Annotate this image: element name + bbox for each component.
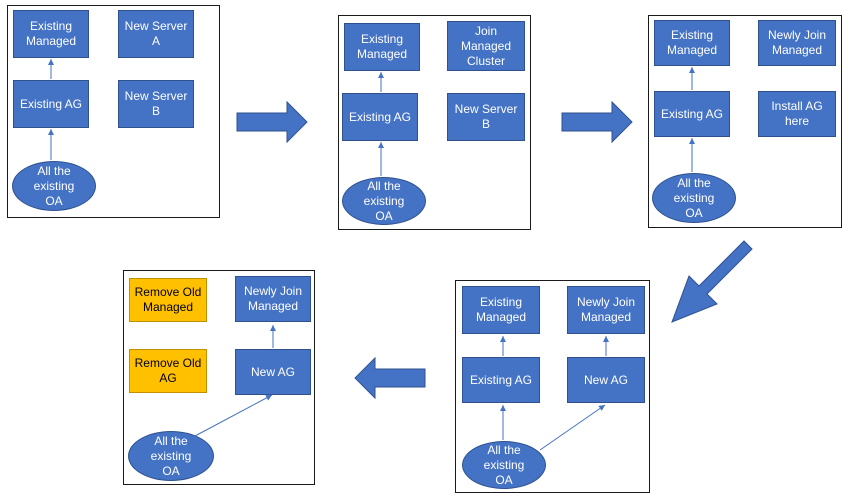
new-server-a-box: New Server A	[118, 10, 194, 58]
existing-oa-oval: All the existing OA	[652, 173, 736, 223]
new-ag-box: New AG	[567, 357, 645, 403]
install-ag-here-box: Install AG here	[758, 91, 836, 137]
step-arrow-3-to-4	[671, 240, 753, 323]
existing-oa-oval: All the existing OA	[128, 431, 214, 481]
step-arrow-4-to-5	[354, 356, 426, 400]
existing-oa-oval: All the existing OA	[12, 161, 96, 211]
remove-old-ag-box: Remove Old AG	[129, 349, 207, 393]
step-arrow-2-to-3	[561, 100, 633, 144]
step-arrow-1-to-2	[236, 100, 308, 144]
existing-ag-box: Existing AG	[13, 80, 89, 128]
existing-managed-box: Existing Managed	[13, 10, 89, 58]
existing-managed-box: Existing Managed	[344, 23, 420, 71]
newly-join-managed-box: Newly Join Managed	[235, 276, 311, 322]
existing-managed-box: Existing Managed	[654, 20, 730, 66]
step-1-panel: Existing Managed New Server A Existing A…	[7, 5, 220, 218]
step-4-panel: Existing Managed Newly Join Managed Exis…	[455, 280, 650, 493]
existing-oa-oval: All the existing OA	[342, 177, 426, 225]
existing-oa-oval: All the existing OA	[462, 441, 546, 489]
new-server-b-box: New Server B	[447, 93, 525, 141]
step-2-panel: Existing Managed Join Managed Cluster Ex…	[338, 15, 531, 230]
newly-join-managed-box: Newly Join Managed	[758, 20, 836, 66]
new-server-b-box: New Server B	[118, 80, 194, 128]
remove-old-managed-box: Remove Old Managed	[129, 278, 207, 322]
existing-ag-box: Existing AG	[342, 93, 418, 141]
step-5-panel: Remove Old Managed Newly Join Managed Re…	[123, 270, 315, 485]
existing-ag-box: Existing AG	[654, 91, 730, 137]
existing-managed-box: Existing Managed	[462, 286, 540, 334]
existing-ag-box: Existing AG	[462, 357, 540, 403]
new-ag-box: New AG	[235, 349, 311, 395]
join-managed-cluster-box: Join Managed Cluster	[447, 21, 525, 71]
step-3-panel: Existing Managed Newly Join Managed Exis…	[648, 15, 842, 228]
newly-join-managed-box: Newly Join Managed	[567, 286, 645, 334]
